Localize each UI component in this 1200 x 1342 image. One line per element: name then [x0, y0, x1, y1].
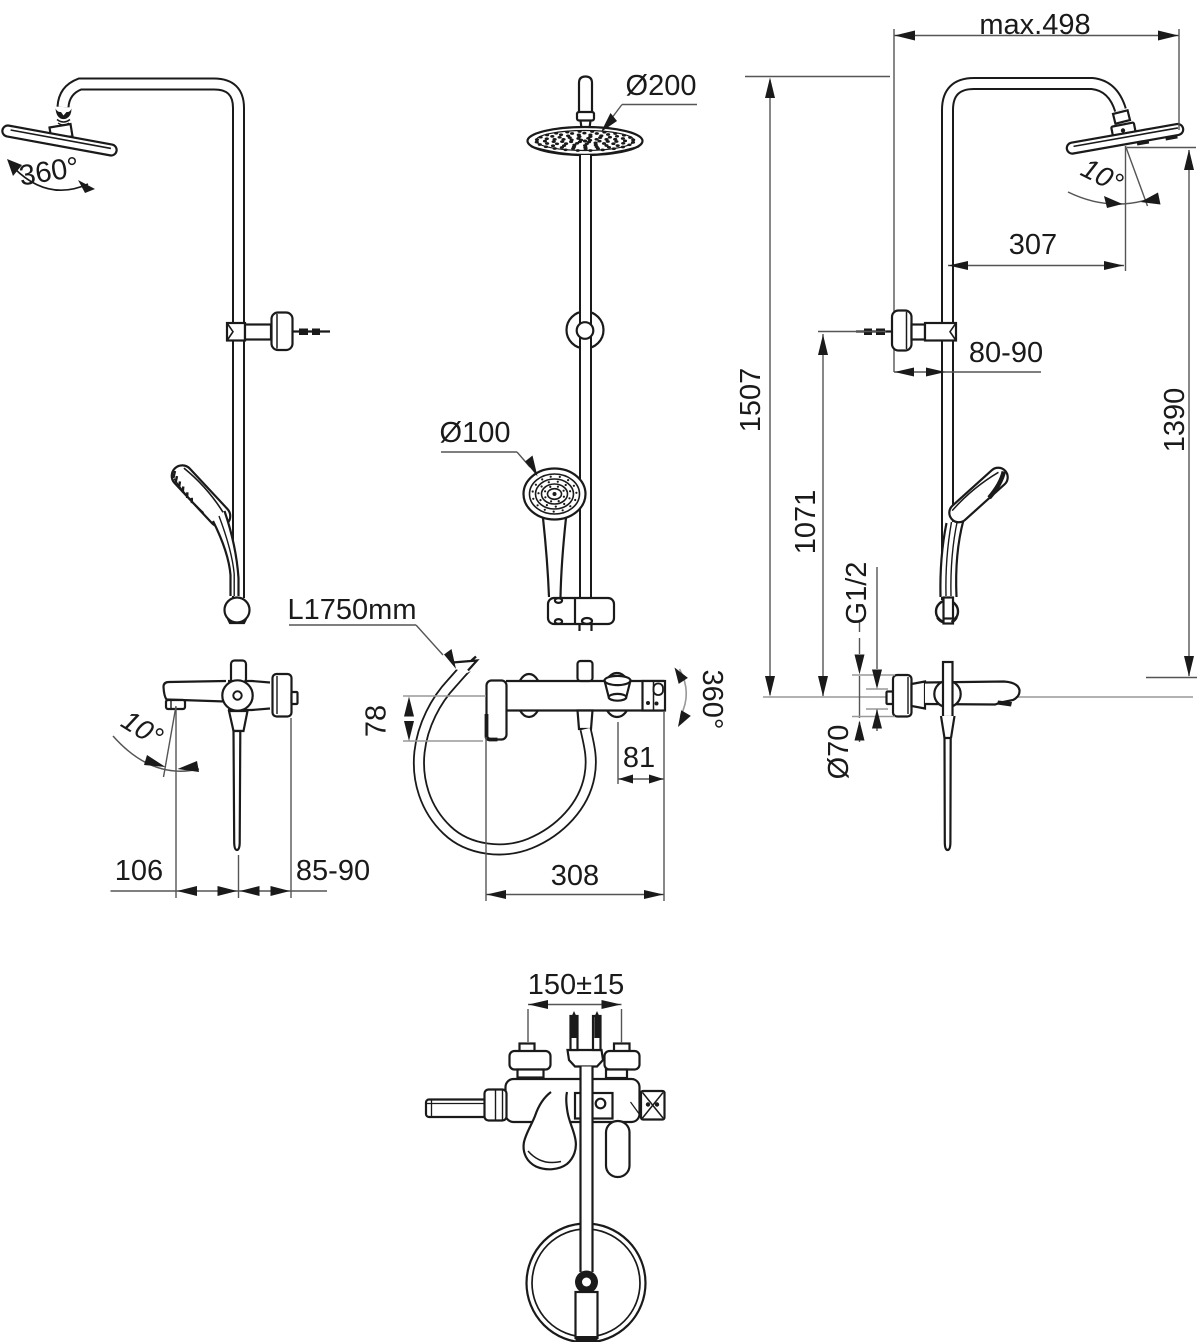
svg-text:78: 78 [361, 705, 393, 737]
svg-text:1071: 1071 [790, 490, 822, 555]
svg-text:80-90: 80-90 [969, 337, 1043, 369]
svg-text:1390: 1390 [1159, 388, 1191, 453]
svg-text:Ø100: Ø100 [440, 417, 511, 449]
svg-text:1507: 1507 [735, 368, 767, 433]
svg-text:360°: 360° [696, 670, 728, 730]
svg-text:Ø200: Ø200 [626, 70, 697, 102]
svg-text:L1750mm: L1750mm [288, 594, 417, 626]
svg-text:10°: 10° [116, 704, 168, 753]
svg-text:Ø70: Ø70 [823, 725, 855, 780]
svg-text:360°: 360° [17, 151, 81, 192]
svg-text:307: 307 [1009, 229, 1057, 261]
svg-text:106: 106 [115, 855, 163, 887]
svg-text:150±15: 150±15 [528, 969, 625, 1001]
svg-text:85-90: 85-90 [296, 855, 370, 887]
svg-text:max.498: max.498 [979, 9, 1090, 41]
svg-text:308: 308 [551, 860, 599, 892]
svg-text:81: 81 [623, 742, 655, 774]
svg-text:G1/2: G1/2 [841, 562, 873, 625]
svg-text:10°: 10° [1076, 152, 1128, 199]
